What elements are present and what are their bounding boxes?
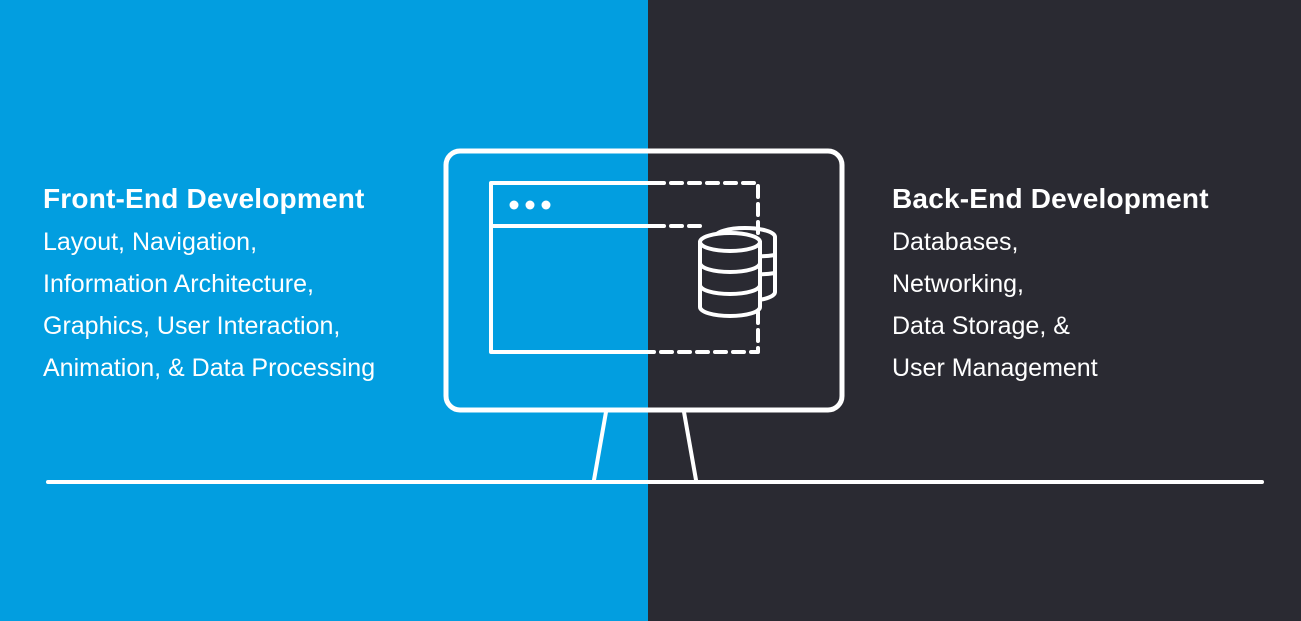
back-end-item: Networking, bbox=[892, 270, 1024, 298]
monitor-stand-right bbox=[682, 410, 698, 482]
front-end-text: Front-End Development Layout, Navigation… bbox=[43, 181, 443, 389]
back-end-item: Data Storage, & bbox=[892, 312, 1070, 340]
front-end-title: Front-End Development bbox=[43, 183, 365, 214]
front-end-item: Layout, Navigation, bbox=[43, 228, 258, 256]
front-end-item: Information Architecture, bbox=[43, 270, 314, 298]
front-end-item: Graphics, User Interaction, bbox=[43, 312, 341, 340]
back-end-item: User Management bbox=[892, 354, 1098, 382]
monitor-stand-left bbox=[592, 410, 608, 482]
back-end-text: Back-End Development Databases, Networki… bbox=[892, 181, 1272, 389]
database-icon bbox=[698, 226, 778, 318]
front-end-item: Animation, & Data Processing bbox=[43, 354, 376, 382]
browser-dots-icon bbox=[509, 200, 551, 210]
monitor-icon bbox=[443, 148, 845, 482]
back-end-title: Back-End Development bbox=[892, 183, 1209, 214]
front-end-panel bbox=[0, 0, 648, 621]
back-end-item: Databases, bbox=[892, 228, 1019, 256]
monitor-screen bbox=[443, 148, 845, 413]
